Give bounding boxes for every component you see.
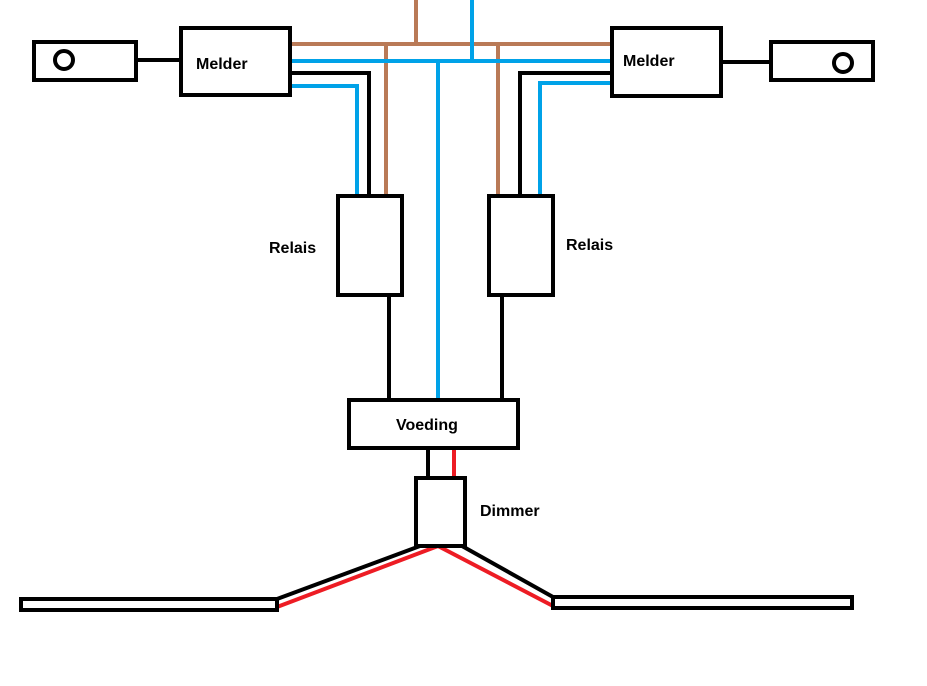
sensor-right-eye-icon xyxy=(832,52,854,74)
black-wires xyxy=(136,58,771,478)
lamp-feed-wires xyxy=(276,544,554,609)
brown-wires xyxy=(290,0,612,196)
dimmer-label: Dimmer xyxy=(480,503,540,520)
relais-left-box xyxy=(336,194,404,297)
lamp-strip-left xyxy=(19,597,279,612)
blue-wire-right-relais xyxy=(538,81,612,196)
black-wire-left-melder-relais xyxy=(290,71,371,196)
black-wire-dimmer-lamp-left xyxy=(276,544,421,601)
blue-wires xyxy=(290,0,612,400)
sensor-left-body xyxy=(32,40,138,82)
red-wire-dimmer-lamp-right xyxy=(437,544,554,608)
relais-left-label: Relais xyxy=(269,240,316,257)
black-wire-right-melder-relais xyxy=(518,71,612,196)
voeding-label: Voeding xyxy=(396,417,458,434)
dimmer-box xyxy=(414,476,467,548)
relais-right-label: Relais xyxy=(566,237,613,254)
melder-left-label: Melder xyxy=(196,56,248,73)
voeding-box xyxy=(347,398,520,450)
lamp-strip-right xyxy=(551,595,854,610)
sensor-right-body xyxy=(769,40,875,82)
relais-right-box xyxy=(487,194,555,297)
melder-right-label: Melder xyxy=(623,53,675,70)
black-wire-dimmer-lamp-right xyxy=(461,544,554,599)
sensor-right xyxy=(769,40,875,82)
melder-left-box xyxy=(179,26,292,97)
blue-wire-left-relais xyxy=(290,84,359,196)
sensor-left-eye-icon xyxy=(53,49,75,71)
sensor-left xyxy=(32,40,138,82)
melder-right-box xyxy=(610,26,723,98)
red-wire-dimmer-lamp-left xyxy=(276,544,439,609)
